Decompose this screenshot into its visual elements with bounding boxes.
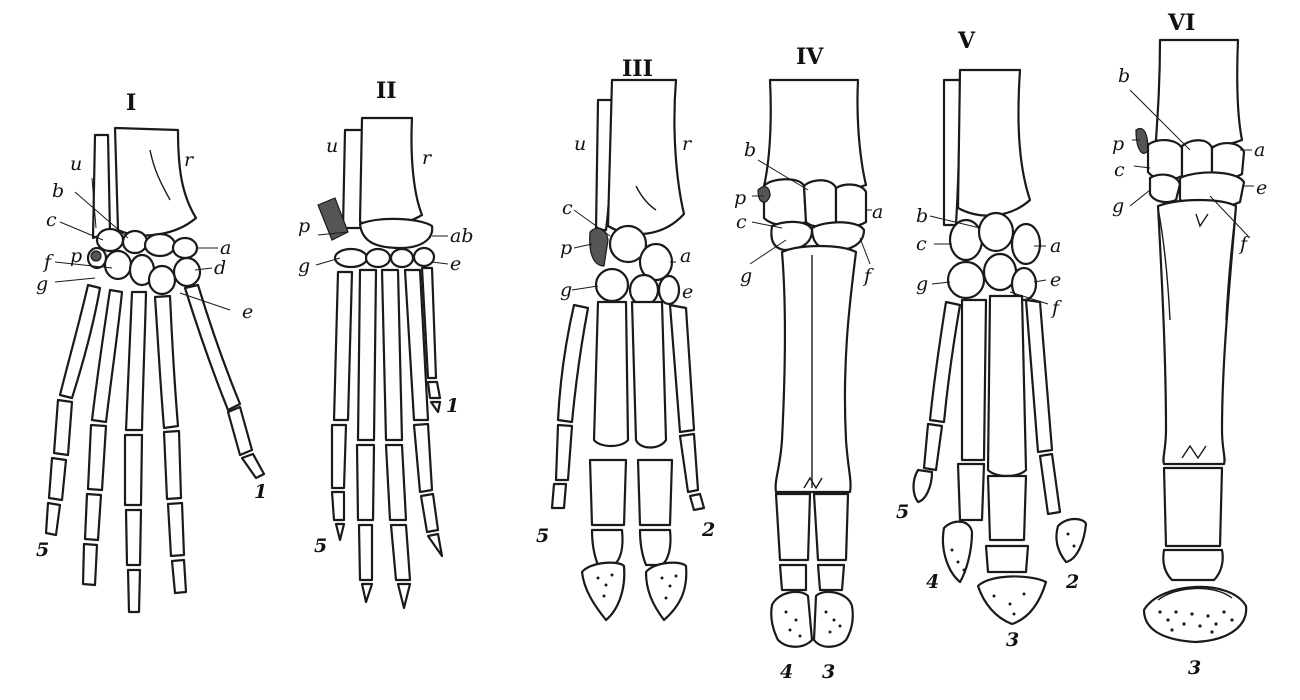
label-a: a [680, 245, 691, 267]
label-radius: r [184, 149, 195, 171]
panel-5-foot [912, 68, 1088, 626]
label-c: c [736, 211, 747, 233]
label-ulna: u [326, 135, 338, 157]
label-ulna: u [574, 133, 586, 155]
digit-label-3: 3 [822, 661, 835, 683]
label-a: a [1254, 139, 1265, 161]
label-a: a [220, 237, 231, 259]
digit-label-1: 1 [446, 395, 459, 417]
label-radius: r [682, 133, 693, 155]
label-b: b [52, 180, 64, 202]
panel-4-foot [749, 78, 872, 648]
label-e: e [450, 253, 461, 275]
label-f: f [42, 251, 54, 273]
label-c: c [46, 209, 57, 231]
panel-3-labels: III u r c p a g e 2 5 [536, 56, 715, 547]
label-p: p [298, 215, 310, 237]
label-f: f [1238, 233, 1250, 255]
digit-label-3: 3 [1006, 629, 1019, 651]
label-e: e [682, 281, 693, 303]
panel-3-foot [550, 78, 706, 622]
panel-2-paw [315, 116, 449, 610]
digit-label-3: 3 [1188, 657, 1201, 679]
label-b: b [744, 139, 756, 161]
panel-4-labels: IV b p a c g f 4 3 [734, 44, 883, 683]
label-p: p [70, 245, 82, 267]
label-p: p [560, 237, 572, 259]
label-ab: ab [450, 225, 474, 247]
panel-2-labels: II u r p ab g e 1 5 [298, 78, 474, 557]
label-c: c [1114, 159, 1125, 181]
panel-label-4: IV [796, 44, 824, 70]
panel-label-5: V [957, 28, 976, 54]
label-g: g [916, 273, 928, 295]
label-e: e [1050, 269, 1061, 291]
panel-6-labels: VI b p a c e g f 3 [1112, 10, 1267, 679]
panel-label-3: III [622, 56, 653, 82]
panel-5-labels: V b c a g e f 5 4 3 2 [896, 28, 1079, 651]
label-a: a [872, 201, 883, 223]
label-ulna: u [70, 153, 82, 175]
label-g: g [560, 279, 572, 301]
label-e: e [242, 301, 253, 323]
label-p: p [734, 187, 746, 209]
label-g: g [1112, 195, 1124, 217]
digit-label-5: 5 [36, 539, 49, 561]
label-b: b [1118, 65, 1130, 87]
label-f: f [1050, 297, 1062, 319]
label-g: g [298, 255, 310, 277]
digit-label-1: 1 [254, 481, 267, 503]
panel-1-labels: I u r b c p a f d g e 1 5 [36, 90, 267, 561]
label-f: f [862, 265, 874, 287]
digit-label-5: 5 [314, 535, 327, 557]
digit-label-2: 2 [1065, 571, 1079, 593]
label-c: c [916, 233, 927, 255]
label-p: p [1112, 133, 1124, 155]
label-g: g [740, 265, 752, 287]
label-c: c [562, 197, 573, 219]
label-a: a [1050, 235, 1061, 257]
digit-label-4: 4 [926, 571, 939, 593]
digit-label-5: 5 [896, 501, 909, 523]
panel-6-hoof [1129, 38, 1254, 644]
digit-label-5: 5 [536, 525, 549, 547]
label-g: g [36, 273, 48, 295]
panel-label-2: II [376, 78, 397, 104]
panel-label-6: VI [1167, 10, 1195, 36]
label-e: e [1256, 177, 1267, 199]
label-radius: r [422, 147, 433, 169]
label-d: d [214, 257, 226, 279]
label-b: b [916, 205, 928, 227]
panel-1-hand [44, 126, 266, 614]
panel-label-1: I [126, 90, 136, 116]
digit-label-4: 4 [780, 661, 793, 683]
digit-label-2: 2 [701, 519, 715, 541]
hoof-stipple [1158, 610, 1234, 634]
